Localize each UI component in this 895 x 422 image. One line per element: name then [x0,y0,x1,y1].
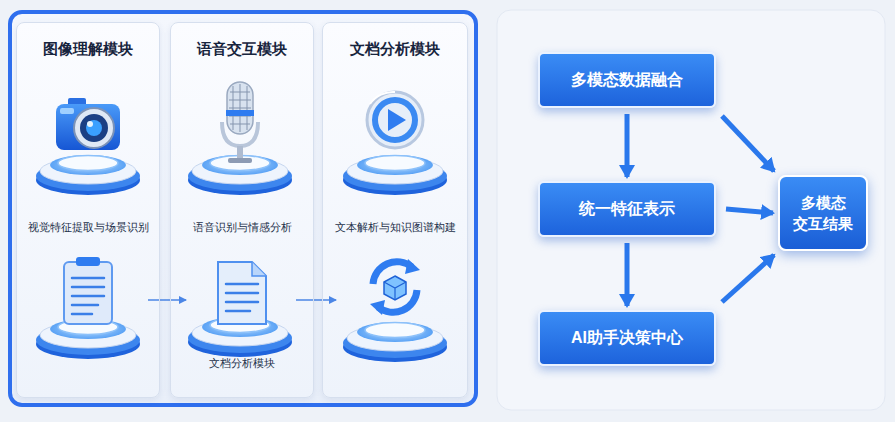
microphone-icon [222,82,258,163]
flow-arrow [722,116,774,171]
result-box: 多模态 交互结果 [778,175,868,251]
process-box: 多模态数据融合 [538,52,716,108]
pedestal [188,155,292,195]
module-title: 语音交互模块 [171,39,313,59]
left-panel [10,12,476,405]
module-title: 文档分析模块 [323,39,467,59]
module-caption: 文档分析模块 [171,355,313,371]
right-panel [497,10,885,410]
module-card: 文档分析模块文本解析与知识图谱构建 [322,22,468,398]
box-label: 多模态数据融合 [571,70,683,90]
module-caption: 文本解析与知识图谱构建 [323,219,467,235]
flow-arrow [726,209,773,213]
document-icon [218,262,266,324]
camera-icon [56,98,120,150]
module-caption: 语音识别与情感分析 [171,219,313,235]
flow-arrow [722,255,774,302]
box-label: 多模态 交互结果 [788,192,858,234]
process-box: AI助手决策中心 [538,310,716,366]
module-card: 语音交互模块语音识别与情感分析文档分析模块 [170,22,314,398]
module-caption: 视觉特征提取与场景识别 [17,219,159,235]
pedestal [343,155,447,195]
card-fill [16,22,160,398]
card-fill [170,22,314,398]
card-fill [322,22,468,398]
flow-arrow [625,114,630,177]
module-title: 图像理解模块 [17,39,159,59]
media-disc-icon [367,92,423,148]
sync-cube-icon [370,259,420,315]
box-label: 统一特征表示 [579,199,675,219]
flow-arrow [625,243,630,306]
process-box: 统一特征表示 [538,181,716,237]
clipboard-icon [64,257,112,324]
module-card: 图像理解模块视觉特征提取与场景识别 [16,22,160,398]
box-label: AI助手决策中心 [571,328,683,348]
pedestal [36,155,140,195]
pedestal [343,322,447,362]
flow-arrow [148,299,186,301]
flow-arrow [296,299,336,301]
